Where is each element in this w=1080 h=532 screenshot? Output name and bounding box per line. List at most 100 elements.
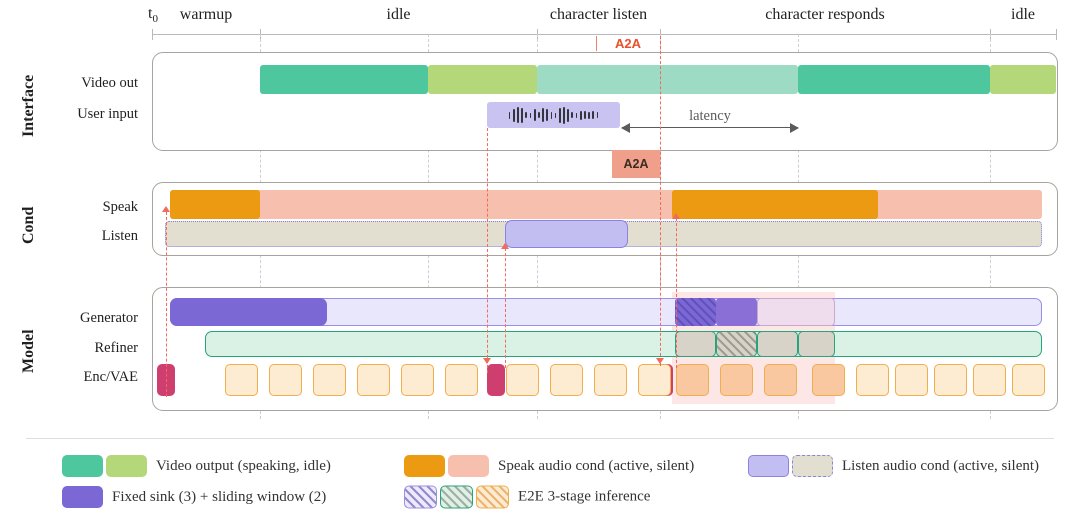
enc-vae-block-12: [764, 364, 797, 396]
axis-tick-5: [1056, 29, 1057, 40]
waveform-bar: [525, 112, 528, 118]
refiner-track: [205, 331, 1042, 357]
waveform-bar: [508, 111, 511, 119]
row-label-refiner: Refiner: [94, 340, 138, 356]
waveform-bar: [550, 111, 553, 119]
enc-vae-block-9: [638, 364, 671, 396]
phase-label-warmup: warmup: [179, 6, 233, 23]
legend-item-e2e-inference: E2E 3-stage inference: [404, 485, 651, 509]
legend-swatch-video-output-0: [62, 455, 103, 477]
enc-vae-block-14: [856, 364, 889, 396]
refiner-stage-1: [675, 331, 716, 357]
legend-item-fixed-sink: Fixed sink (3) + sliding window (2): [62, 486, 326, 508]
legend-swatch-speak-audio-cond-1: [448, 455, 489, 477]
legend-label-listen-audio-cond: Listen audio cond (active, silent): [842, 457, 1040, 474]
latency-arrow-head-right: [790, 123, 799, 133]
row-label-generator: Generator: [80, 310, 138, 326]
event-line-t0: [166, 212, 167, 397]
waveform-bar: [563, 106, 565, 124]
legend-label-e2e-inference: E2E 3-stage inference: [518, 488, 651, 505]
refiner-stage-hatched: [716, 331, 757, 357]
enc-vae-block-13: [812, 364, 845, 396]
legend-swatch-video-output-1: [106, 455, 147, 477]
generator-stage-hatched: [675, 298, 716, 326]
listen-cond-active: [505, 220, 628, 248]
waveform-bar: [592, 111, 595, 119]
legend-swatch-speak-audio-cond-0: [404, 455, 445, 477]
row-label-enc-vae: Enc/VAE: [83, 369, 138, 385]
phase-label-character-responds: character responds: [765, 6, 885, 23]
video-out-speaking-3: [798, 65, 990, 94]
timeline-origin-label: t0: [148, 5, 158, 26]
legend-label-video-output: Video output (speaking, idle): [156, 457, 331, 474]
legend-swatch-listen-audio-cond-1: [792, 455, 833, 477]
legend-item-listen-audio-cond: Listen audio cond (active, silent): [748, 455, 1039, 477]
row-label-video-out: Video out: [81, 75, 138, 91]
enc-vae-block-2: [313, 364, 346, 396]
latency-arrow-head-left: [621, 123, 630, 133]
legend-swatch-fixed-sink-0: [62, 486, 103, 508]
enc-vae-block-8: [594, 364, 627, 396]
event-line-listen-start: [505, 248, 506, 368]
enc-vae-block-6: [506, 364, 539, 396]
waveform-bar: [579, 110, 582, 120]
speak-cond-active-1: [170, 190, 260, 219]
speak-cond-silent-track: [170, 190, 1042, 219]
enc-vae-block-5: [445, 364, 478, 396]
a2a-top-label: A2A: [614, 36, 641, 51]
row-label-speak: Speak: [102, 199, 138, 215]
generator-stage-pending: [757, 298, 835, 326]
latency-label: latency: [689, 108, 731, 124]
event-arrow-enc-1: [483, 358, 491, 364]
waveform-bar: [542, 108, 544, 122]
enc-vae-block-11: [720, 364, 753, 396]
waveform-bar: [554, 112, 557, 118]
a2a-box: A2A: [612, 150, 660, 178]
waveform-bar: [596, 112, 599, 118]
refiner-stage-4: [798, 331, 835, 357]
a2a-tick-left: [596, 36, 597, 51]
enc-vae-block-3: [357, 364, 390, 396]
video-out-speaking-1: [260, 65, 428, 94]
event-line-user-start: [487, 128, 488, 373]
speak-cond-active-2: [672, 190, 878, 219]
enc-vae-event-1: [487, 364, 505, 396]
enc-vae-block-16: [934, 364, 967, 396]
generator-fixed-sink: [170, 298, 327, 326]
refiner-stage-3: [757, 331, 798, 357]
waveform-bar: [529, 112, 532, 118]
legend-item-video-output: Video output (speaking, idle): [62, 455, 331, 477]
enc-vae-block-7: [550, 364, 583, 396]
waveform-bar: [575, 112, 578, 118]
waveform-bar: [512, 108, 515, 122]
video-out-speaking-2: [537, 65, 798, 94]
phase-label-character-listen: character listen: [549, 6, 648, 23]
phase-label-idle-2: idle: [1011, 6, 1035, 23]
legend-swatch-e2e-inference-1: [440, 485, 473, 509]
legend-label-speak-audio-cond: Speak audio cond (active, silent): [498, 457, 695, 474]
axis-tick-0: [152, 29, 153, 40]
row-label-listen: Listen: [101, 228, 138, 244]
video-out-idle-2: [990, 65, 1056, 94]
phase-label-idle-1: idle: [386, 6, 411, 23]
legend-swatch-listen-audio-cond-0: [748, 455, 789, 477]
waveform-bar: [537, 112, 540, 118]
waveform-bar: [521, 107, 523, 123]
enc-vae-block-10: [676, 364, 709, 396]
event-arrow-enc-2: [656, 358, 664, 364]
enc-vae-block-0: [225, 364, 258, 396]
generator-stage-active: [716, 298, 757, 326]
legend-item-speak-audio-cond: Speak audio cond (active, silent): [404, 455, 694, 477]
legend-divider: [26, 438, 1054, 439]
row-label-user-input: User input: [77, 106, 138, 122]
enc-vae-block-17: [973, 364, 1006, 396]
legend-swatch-e2e-inference-2: [476, 485, 509, 509]
latency-arrow: [621, 123, 799, 133]
event-arrow-speak-up: [672, 213, 680, 219]
waveform-bar: [588, 111, 590, 119]
event-arrow-listen-up: [501, 243, 509, 249]
user-input-waveform: [487, 102, 620, 128]
event-arrow-t0-up: [162, 206, 170, 212]
waveform-bar: [533, 109, 536, 121]
enc-vae-block-1: [269, 364, 302, 396]
